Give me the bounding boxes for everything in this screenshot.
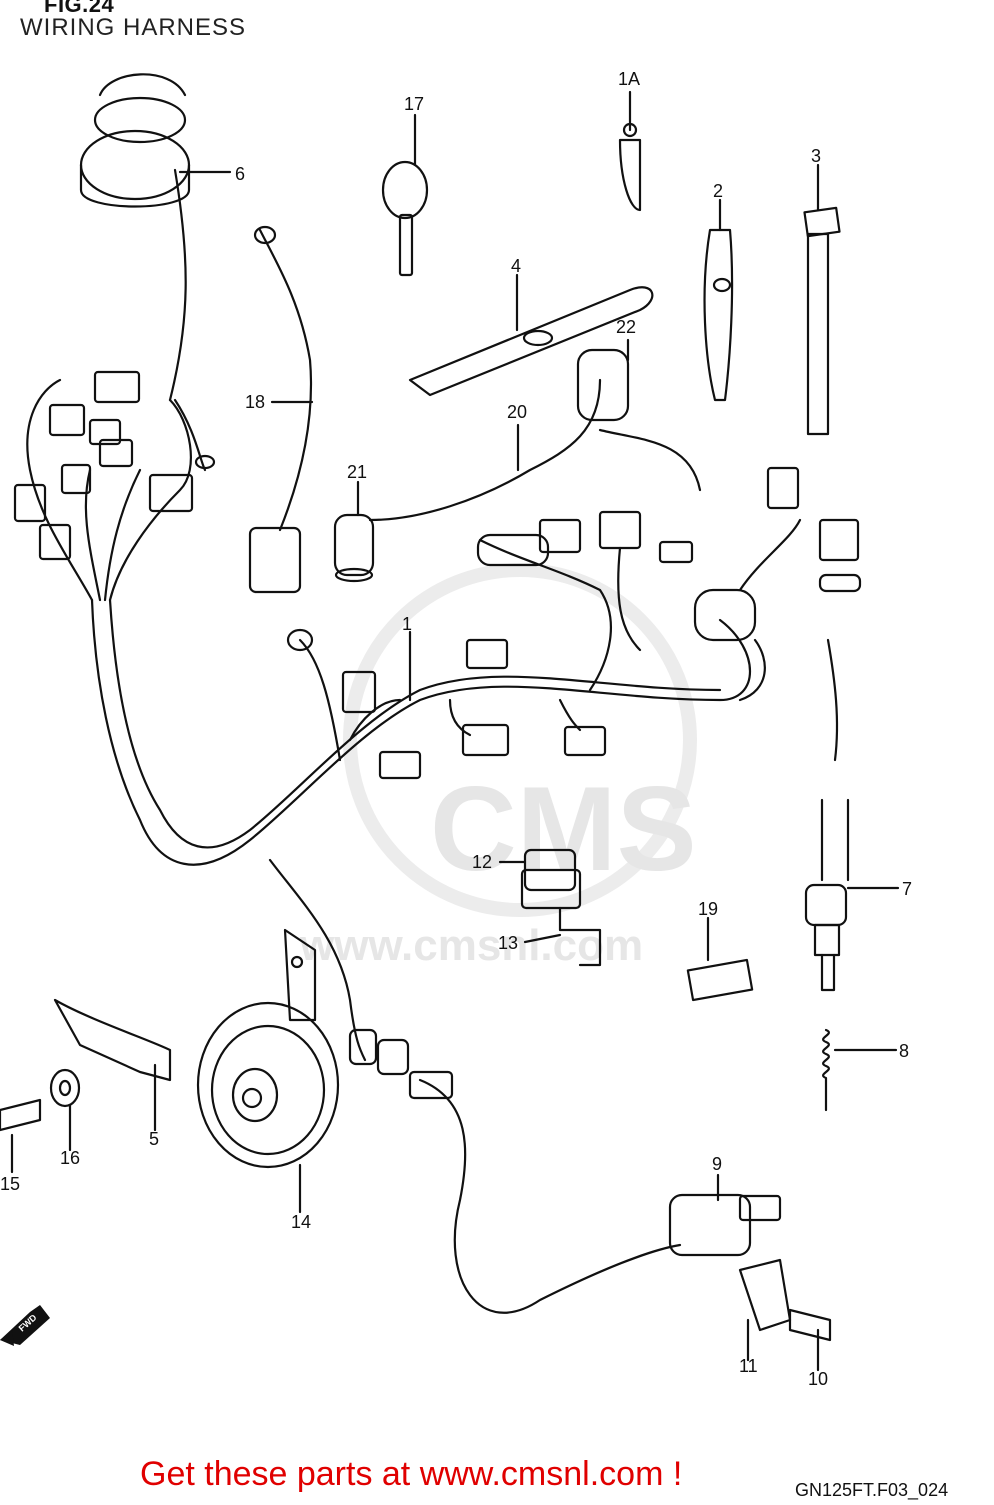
callout-19: 19 [698,899,718,919]
callout-17: 17 [404,94,424,114]
callout-20: 20 [507,402,527,422]
callout-labels: 1 1A 2 3 4 5 6 7 8 9 10 11 12 13 14 15 1… [0,69,912,1389]
callout-10: 10 [808,1369,828,1389]
callout-13: 13 [498,933,518,953]
callout-1a: 1A [618,69,640,89]
callout-6: 6 [235,164,245,184]
callout-21: 21 [347,462,367,482]
figure-number: FIG.24 [44,0,115,17]
watermark-url-text: www.cmsnl.com [299,921,643,970]
drawing-code: GN125FT.F03_024 [795,1480,949,1500]
callout-7: 7 [902,879,912,899]
callout-2: 2 [713,181,723,201]
figure-title: WIRING HARNESS [20,14,247,41]
watermark: CMS www.cmsnl.com [299,563,697,970]
horn [196,1001,340,1169]
callout-9: 9 [712,1154,722,1174]
main-harness [90,598,752,866]
callout-18: 18 [245,392,265,412]
forward-direction-icon: FWD [0,1305,50,1346]
parts-link[interactable]: Get these parts at www.cmsnl.com ! [140,1455,683,1493]
callout-16: 16 [60,1148,80,1168]
callout-1: 1 [402,614,412,634]
callout-11: 11 [739,1356,758,1376]
callout-4: 4 [511,256,521,276]
watermark-logo-text: CMS [430,762,697,896]
callout-14: 14 [291,1212,311,1232]
callout-8: 8 [899,1041,909,1061]
callout-3: 3 [811,146,821,166]
callout-15: 15 [0,1174,20,1194]
callout-12: 12 [472,852,492,872]
callout-5: 5 [149,1129,159,1149]
callout-22: 22 [616,317,636,337]
